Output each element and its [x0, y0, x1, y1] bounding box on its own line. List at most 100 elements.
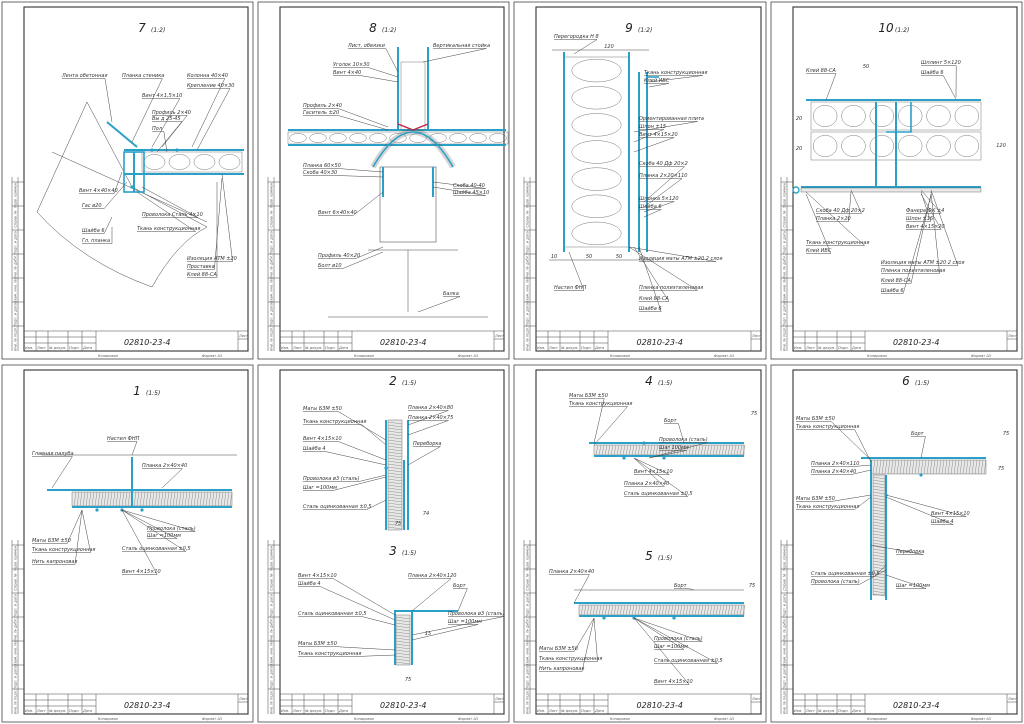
- callout-label: Планка 2×20×110: [639, 173, 687, 179]
- titleblock-sheet-no: Лист: [494, 697, 505, 701]
- mat-hatch: [935, 459, 939, 475]
- mat-hatch: [736, 444, 740, 456]
- insulation-cell: [571, 194, 622, 218]
- mat-hatch: [395, 646, 411, 650]
- leader-line: [335, 175, 384, 178]
- leader-line: [573, 39, 598, 55]
- mat-hatch: [872, 560, 886, 564]
- titleblock-signature: Подп.: [581, 709, 592, 713]
- screw-mark: [662, 456, 666, 460]
- mat-hatch: [947, 459, 951, 475]
- leader-line: [573, 617, 595, 652]
- inner-frame: [279, 369, 505, 715]
- mat-hatch: [658, 444, 662, 456]
- sidebar-field-label: Перв. примен.: [270, 182, 274, 208]
- mat-hatch: [76, 491, 80, 507]
- sidebar-field-label: Подп. и дата: [783, 303, 787, 327]
- mat-hatch: [872, 581, 886, 585]
- leader-line: [643, 178, 683, 208]
- mat-hatch: [121, 491, 125, 507]
- leader-line: [930, 189, 959, 266]
- sidebar-field-label: Взам. инв. №: [783, 279, 787, 303]
- leader-line: [221, 173, 233, 262]
- mat-hatch: [395, 655, 411, 659]
- insulation-cell: [869, 135, 894, 157]
- mat-hatch: [872, 518, 886, 522]
- leader-line: [358, 474, 387, 482]
- callout-label: Планка стеника: [122, 73, 164, 79]
- callout-label: Маты БЗМ ±50: [796, 496, 835, 502]
- leader-line: [854, 429, 872, 463]
- callout-label: Гл. планка: [82, 238, 110, 244]
- mat-hatch: [959, 459, 963, 475]
- mat-hatch: [79, 491, 83, 507]
- callout-label: Крепление 40×30: [187, 83, 234, 89]
- callout-label: Ориентированная плита: [639, 116, 704, 122]
- mat-hatch: [91, 491, 95, 507]
- mat-hatch: [395, 652, 411, 656]
- mat-layer: [387, 419, 403, 531]
- mat-hatch: [724, 604, 728, 616]
- mat-hatch: [956, 459, 960, 475]
- callout-label: Шаг =100мм: [303, 485, 337, 491]
- leader-line: [638, 246, 662, 312]
- mat-hatch: [679, 604, 683, 616]
- insulation-cell: [954, 105, 979, 127]
- mat-hatch: [625, 604, 629, 616]
- mat-hatch: [598, 444, 602, 456]
- titleblock-sheet: Лист: [36, 709, 47, 713]
- callout-label: Сталь оцинкованная ±0,5: [298, 611, 367, 617]
- insulation-cell: [389, 133, 407, 143]
- steel-plate: [106, 121, 138, 148]
- leader-line: [338, 441, 387, 461]
- mat-hatch: [160, 491, 164, 507]
- mat-hatch: [387, 514, 403, 518]
- leader-line: [368, 67, 399, 78]
- mat-hatch: [387, 517, 403, 521]
- callout-label: Винт 4×40: [333, 70, 361, 76]
- sheet-border: [513, 364, 767, 723]
- mat-hatch: [655, 604, 659, 616]
- callout-label: Маты БЗМ ±50: [539, 646, 578, 652]
- leader-line: [332, 476, 387, 491]
- mat-hatch: [395, 625, 411, 629]
- mat-hatch: [172, 491, 176, 507]
- inner-frame: [23, 6, 249, 352]
- callout-label: Профиль 40×20: [318, 253, 360, 259]
- leader-line: [407, 420, 449, 436]
- mat-hatch: [387, 526, 403, 530]
- titleblock-signature: Подп.: [838, 346, 849, 350]
- mat-hatch: [387, 439, 403, 443]
- leader-line: [633, 457, 670, 475]
- mat-hatch: [893, 459, 897, 475]
- mat-hatch: [387, 472, 403, 476]
- mat-hatch: [709, 604, 713, 616]
- sidebar-field-label: Справ. №: [14, 210, 18, 227]
- leader-line: [568, 251, 585, 291]
- mat-hatch: [872, 491, 886, 495]
- insulation-cell: [571, 58, 622, 83]
- sidebar-field-label: Справ. №: [526, 573, 530, 590]
- mat-hatch: [872, 587, 886, 591]
- titleblock-sheet-no: Лист: [238, 697, 249, 701]
- mat-hatch: [229, 491, 233, 507]
- detail-number: 4: [645, 374, 653, 388]
- mat-hatch: [643, 444, 647, 456]
- leader-line: [573, 574, 590, 604]
- leader-line: [648, 83, 669, 88]
- callout-label: Перегородка Н 8: [554, 34, 599, 40]
- mat-hatch: [598, 604, 602, 616]
- callout-label: Шаг =100мм: [896, 583, 930, 589]
- dimension-value: 50: [863, 64, 869, 70]
- mat-hatch: [721, 444, 725, 456]
- leader-line: [325, 451, 387, 466]
- mat-hatch: [166, 491, 170, 507]
- callout-label: Планка 2×40×40: [811, 469, 856, 475]
- mat-hatch: [193, 491, 197, 507]
